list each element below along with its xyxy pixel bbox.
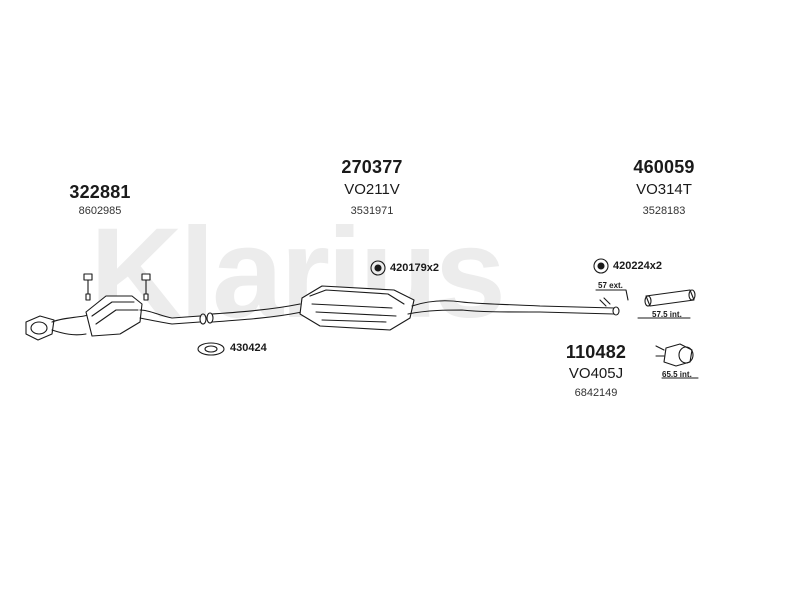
mount-symbol-middle	[370, 260, 386, 276]
dimension-57-5-int: 57.5 int.	[652, 310, 682, 319]
end-tip	[655, 343, 694, 367]
mount-rear-part-number: 420224x2	[613, 260, 662, 272]
code-rear: VO314T	[636, 181, 692, 198]
part-number-front: 322881	[69, 182, 131, 202]
sensor-stud-left	[83, 273, 93, 301]
front-pipe-lower	[51, 329, 87, 336]
dim-leader-ext	[595, 289, 629, 301]
dimension-65-5-int: 65.5 int.	[662, 370, 692, 379]
pipe-to-rear-b	[407, 309, 615, 315]
ref-number-front: 8602985	[78, 205, 122, 217]
sensor-stud-right	[141, 273, 151, 301]
gasket-part-number: 430424	[230, 342, 267, 354]
brand-watermark: Klarius	[90, 202, 506, 345]
mount-symbol-rear	[593, 258, 609, 274]
code-tail: VO405J	[568, 365, 624, 382]
code-middle: VO211V	[344, 181, 400, 198]
rear-pipe-end	[612, 306, 620, 316]
intermediate-pipe-a	[139, 309, 201, 319]
tailpipe-piece	[644, 289, 696, 307]
front-flange	[25, 315, 55, 341]
intermediate-pipe-b	[139, 317, 201, 325]
dim-arrow-ext	[599, 297, 611, 307]
part-number-middle: 270377	[341, 157, 403, 177]
gasket-symbol	[197, 342, 225, 356]
ref-number-tail: 6842149	[574, 387, 618, 399]
pipe-to-middle-b	[211, 311, 303, 323]
middle-silencer	[299, 285, 415, 331]
pipe-joint	[199, 312, 214, 325]
part-number-tail: 110482	[565, 342, 627, 362]
pipe-to-middle-a	[211, 303, 301, 315]
catalyst-body	[85, 295, 143, 337]
ref-number-rear: 3528183	[642, 205, 686, 217]
pipe-to-rear-a	[411, 300, 615, 309]
part-number-rear: 460059	[633, 157, 695, 177]
ref-number-middle: 3531971	[350, 205, 394, 217]
dimension-ext: 57 ext.	[598, 281, 623, 290]
mount-middle-part-number: 420179x2	[390, 262, 439, 274]
